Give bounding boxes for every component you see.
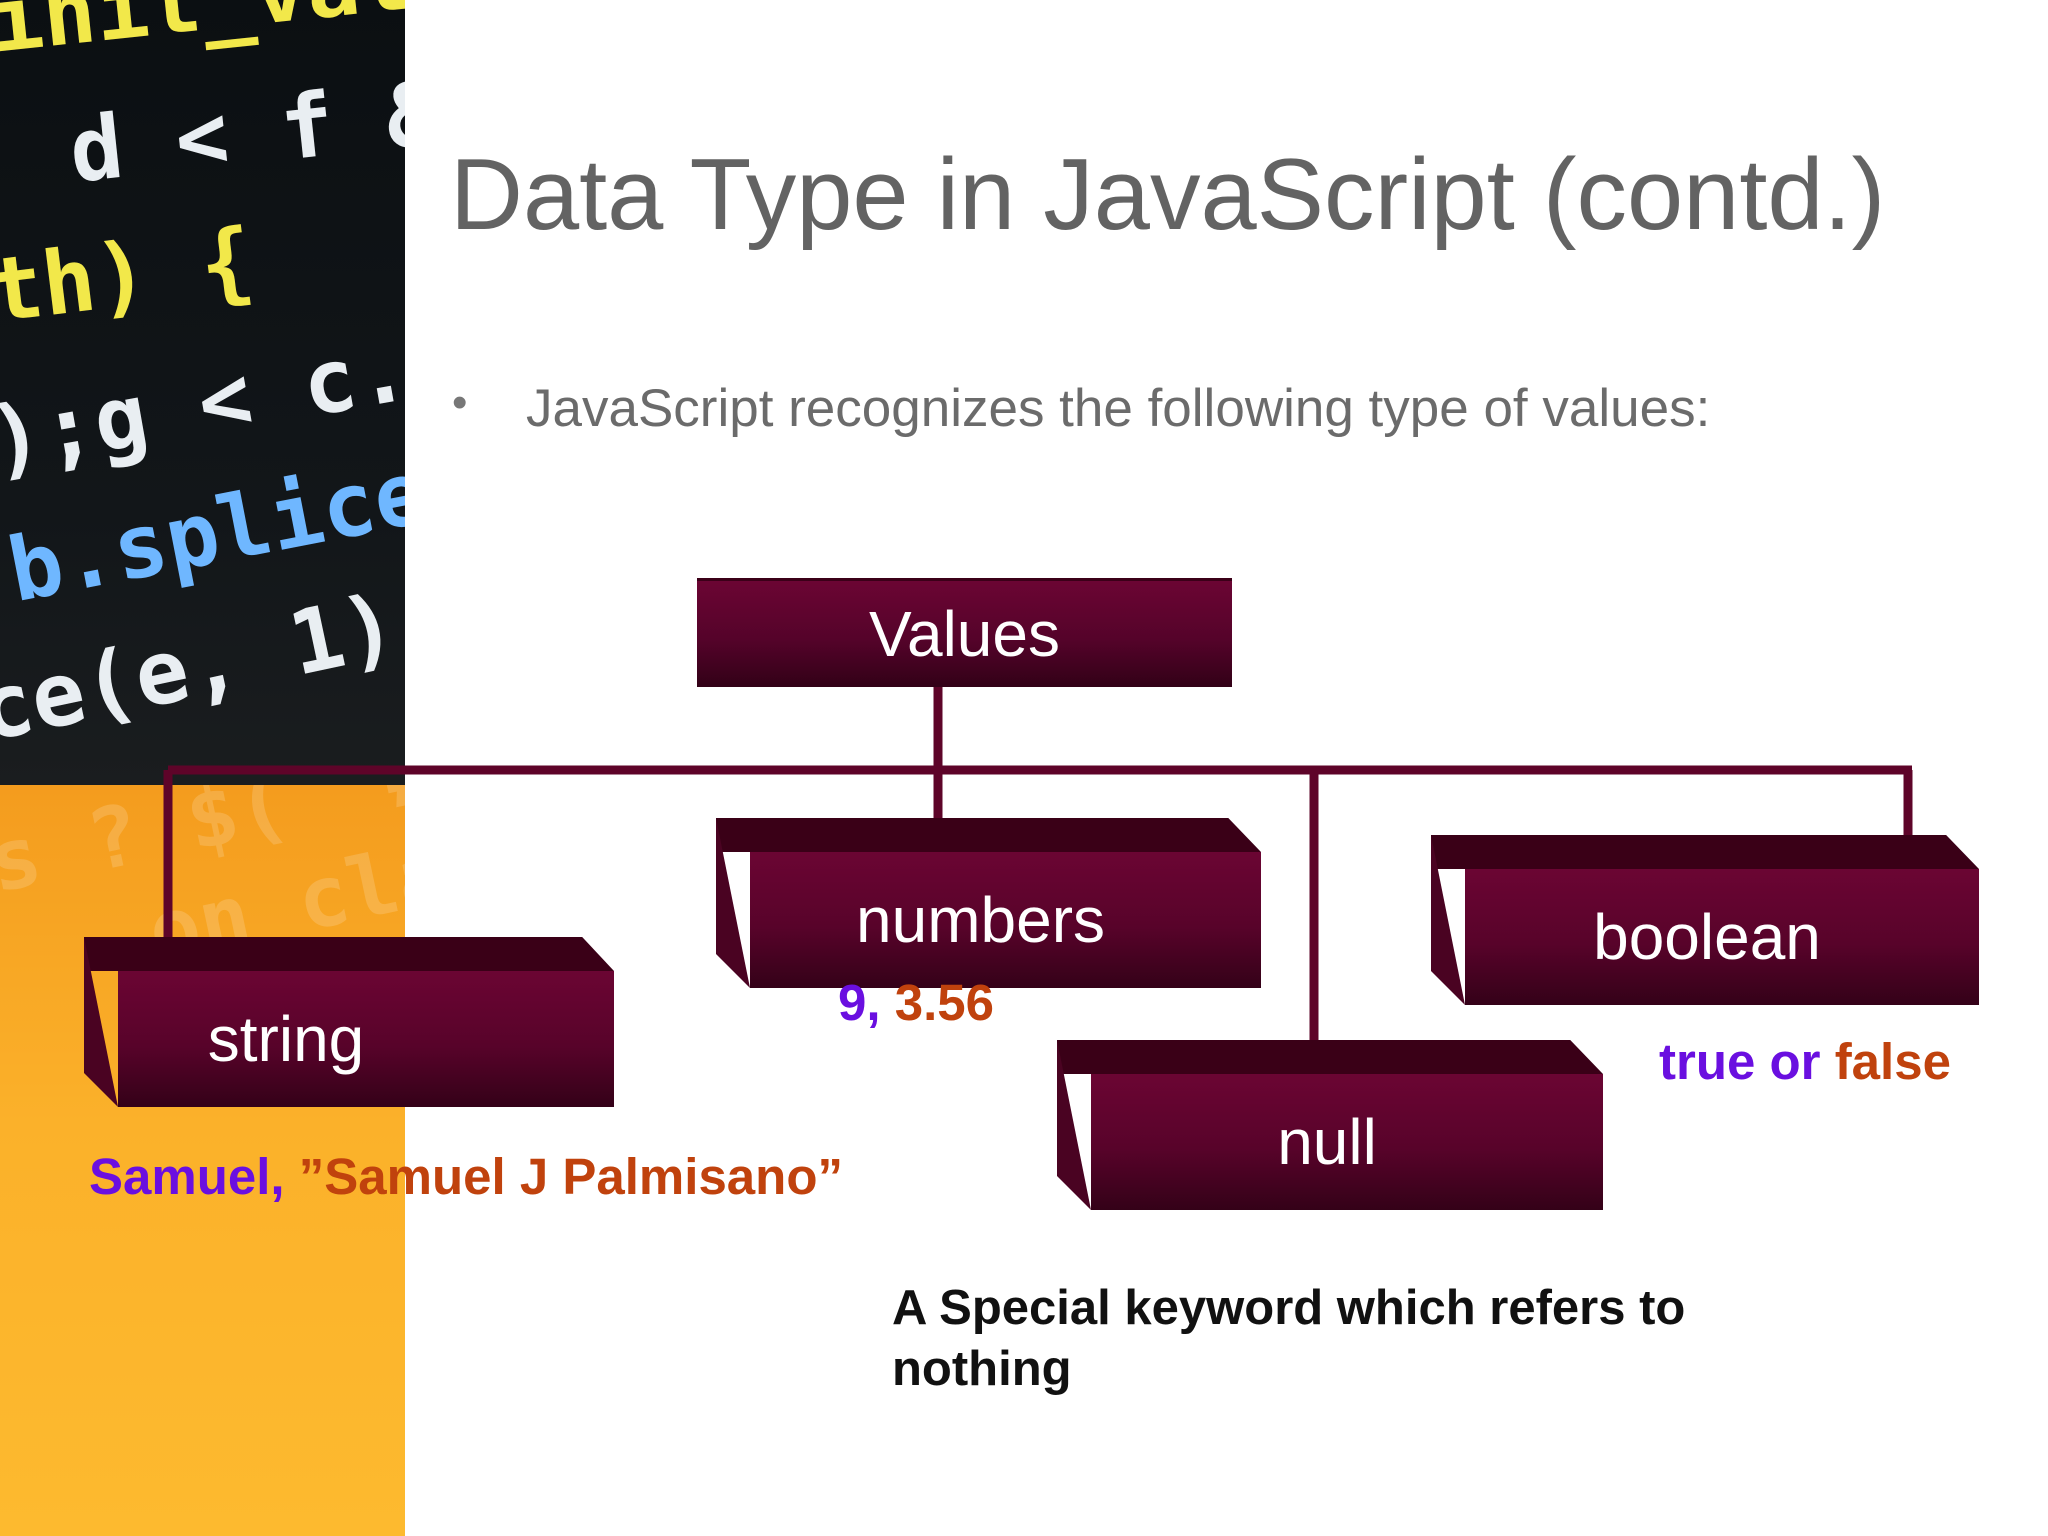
numbers-example-part2: 3.56 — [894, 974, 994, 1031]
box-front-face: boolean — [1465, 869, 1979, 1005]
box-front-face: string — [118, 971, 614, 1107]
string-example: Samuel, ”Samuel J Palmisano” — [89, 1147, 843, 1206]
bullet-text: JavaScript recognizes the following type… — [526, 379, 1711, 438]
node-string-label: string — [207, 1003, 365, 1075]
node-boolean: boolean — [1431, 835, 1979, 1005]
node-string: string — [84, 937, 614, 1107]
box-top-face — [716, 818, 1261, 852]
box-top-face — [1057, 1040, 1603, 1074]
node-null: null — [1057, 1040, 1603, 1210]
boolean-example: true or false — [1659, 1032, 1951, 1091]
slide-title: Data Type in JavaScript (contd.) — [450, 139, 1886, 251]
null-description: A Special keyword which refers to nothin… — [892, 1281, 1686, 1396]
orange-background-panel: s ? $( "#o on cla — [0, 785, 405, 1536]
bullet-dot: • — [452, 378, 468, 427]
box-top-face — [1431, 835, 1979, 869]
box-front-face: null — [1091, 1074, 1603, 1210]
node-null-label: null — [1277, 1106, 1377, 1178]
node-numbers: numbers — [716, 818, 1261, 988]
node-values: Values — [697, 578, 1232, 687]
string-example-part1: Samuel, — [89, 1148, 285, 1205]
node-numbers-label: numbers — [856, 884, 1105, 956]
numbers-example-part1: 9, — [838, 974, 881, 1031]
boolean-example-part1: true or — [1659, 1033, 1821, 1090]
node-boolean-label: boolean — [1593, 901, 1821, 973]
box-top-face — [84, 937, 614, 971]
box-front-face: numbers — [750, 852, 1261, 988]
node-values-label: Values — [869, 598, 1060, 670]
boolean-example-part2: false — [1834, 1033, 1951, 1090]
string-example-part2: ”Samuel J Palmisano” — [298, 1148, 843, 1205]
numbers-example: 9, 3.56 — [838, 973, 994, 1032]
code-background-image: init_val ) d < f && th) { );g < c.len b.… — [0, 0, 405, 785]
